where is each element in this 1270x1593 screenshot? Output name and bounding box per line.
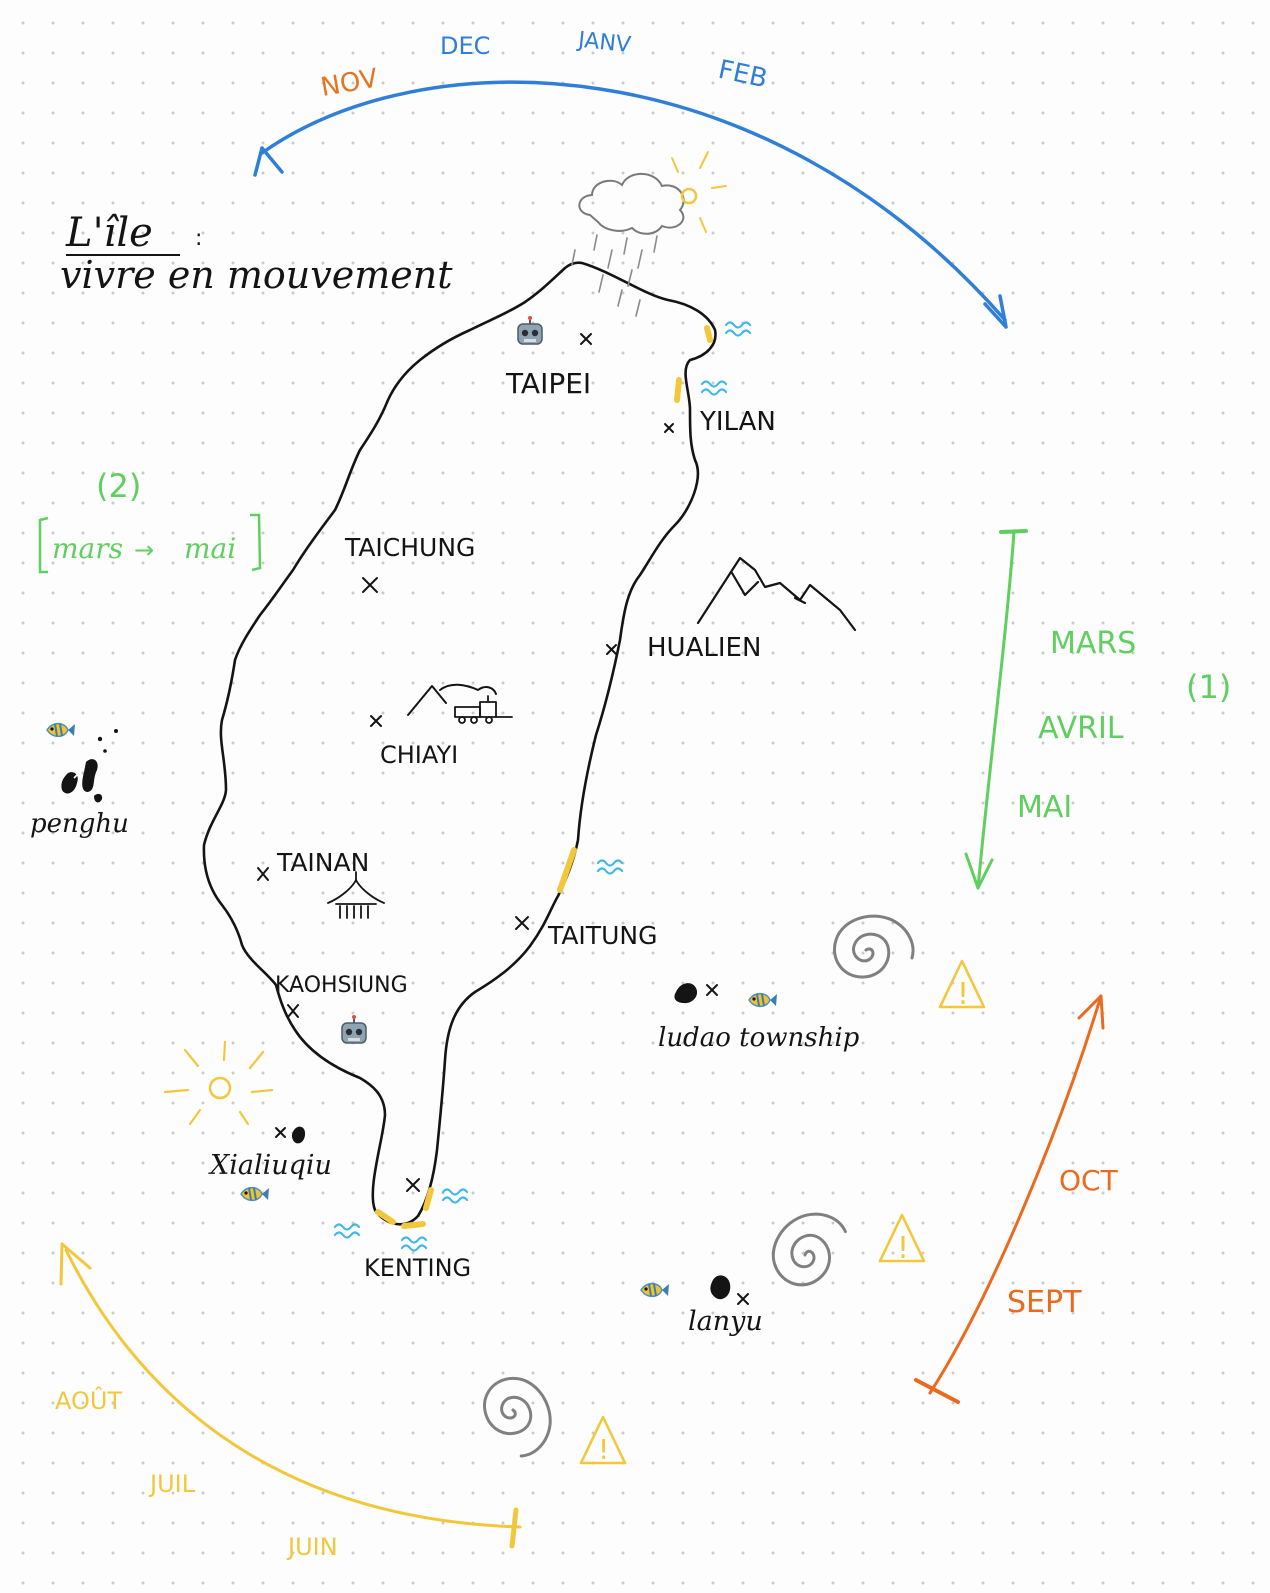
fish-icon [240, 1186, 270, 1202]
temple-icon [327, 871, 385, 919]
city-label-yilan: YILAN [699, 407, 776, 437]
cloud-rain-icon [571, 172, 685, 317]
svg-text:!: ! [897, 1231, 909, 1266]
warning-icon: ! [878, 1213, 926, 1266]
fish-icon [46, 722, 76, 738]
marker-2: (2) [96, 467, 141, 505]
svg-text:!: ! [598, 1433, 609, 1466]
island-ludao: ludao township [658, 983, 860, 1053]
summer-arrow: JUIN JUIL AOÛT [55, 1242, 522, 1561]
typhoon-icon [757, 1197, 860, 1298]
label-mai: MAI [1017, 790, 1072, 825]
mountain-icon [696, 556, 857, 632]
label-aout: AOÛT [55, 1385, 122, 1415]
label-avril: AVRIL [1038, 711, 1124, 746]
city-label-chiayi: CHIAYI [380, 741, 458, 769]
robot-icon [341, 1014, 367, 1044]
waves-group [333, 321, 752, 1252]
sun-icon [671, 151, 727, 233]
fish-icon [748, 992, 778, 1008]
train-icon [454, 695, 513, 724]
label-sept: SEPT [1007, 1285, 1082, 1320]
city-label-kaohsiung: KAOHSIUNG [275, 973, 408, 998]
city-label-kenting: KENTING [364, 1254, 471, 1282]
island-label-penghu: penghu [30, 809, 129, 839]
svg-text:!: ! [957, 977, 969, 1012]
spring-arrow-east: MARS AVRIL MAI (1) [964, 529, 1231, 890]
chiayi-mountain-icon [407, 683, 497, 716]
waves-icon [596, 859, 624, 875]
label-feb: FEB [716, 55, 770, 95]
city-labels: TAIPEI YILAN TAICHUNG HUALIEN CHIAYI TAI… [275, 367, 776, 1282]
island-label-ludao: ludao township [658, 1023, 860, 1053]
beaches [375, 325, 713, 1229]
typhoon-icon [475, 1367, 563, 1465]
range-from: mars [52, 532, 123, 565]
robot-icon [517, 315, 543, 345]
label-juil: JUIL [148, 1470, 196, 1498]
waves-icon [333, 1223, 361, 1239]
fish-icon [640, 1282, 670, 1298]
range-arrow: → [134, 536, 154, 564]
waves-icon [441, 1188, 469, 1204]
title-line2: vivre en mouvement [60, 253, 453, 297]
island-label-lanyu: lanyu [688, 1306, 763, 1337]
sun-icon [163, 1040, 274, 1126]
waves-icon [700, 380, 728, 396]
label-mars: MARS [1050, 626, 1136, 661]
label-nov: NOV [318, 64, 380, 104]
autumn-arrow: SEPT OCT [914, 994, 1119, 1404]
city-label-taichung: TAICHUNG [344, 533, 475, 562]
spring-west-note: (2) mars → mai [38, 467, 262, 574]
marker-1: (1) [1186, 668, 1231, 706]
city-label-tainan: TAINAN [276, 848, 369, 877]
range-to: mai [184, 532, 236, 565]
taiwan-outline [202, 261, 717, 1226]
city-label-hualien: HUALIEN [647, 633, 761, 663]
warning-icon: ! [938, 959, 986, 1012]
island-xialiuqiu: Xialiuqiu [208, 1126, 332, 1202]
winter-labels: NOV DEC JANV FEB [318, 28, 769, 104]
city-label-taitung: TAITUNG [547, 921, 657, 950]
label-dec: DEC [440, 32, 490, 60]
typhoon-icon [832, 914, 915, 979]
waves-icon [400, 1236, 428, 1252]
title-line1: L'île [65, 210, 153, 256]
warning-icon: ! [579, 1415, 627, 1466]
city-label-taipei: TAIPEI [505, 367, 591, 400]
label-janv: JANV [575, 28, 632, 59]
city-markers [257, 333, 674, 1192]
winter-arrow [253, 80, 1008, 329]
island-label-xialiuqiu: Xialiuqiu [208, 1150, 332, 1181]
island-lanyu: lanyu [640, 1275, 763, 1337]
title-block: L'île : vivre en mouvement [60, 210, 453, 297]
label-oct: OCT [1059, 1164, 1119, 1197]
waves-icon [724, 321, 752, 337]
island-penghu: penghu [30, 722, 129, 839]
label-juin: JUIN [286, 1533, 338, 1561]
title-colon: : [195, 226, 202, 251]
